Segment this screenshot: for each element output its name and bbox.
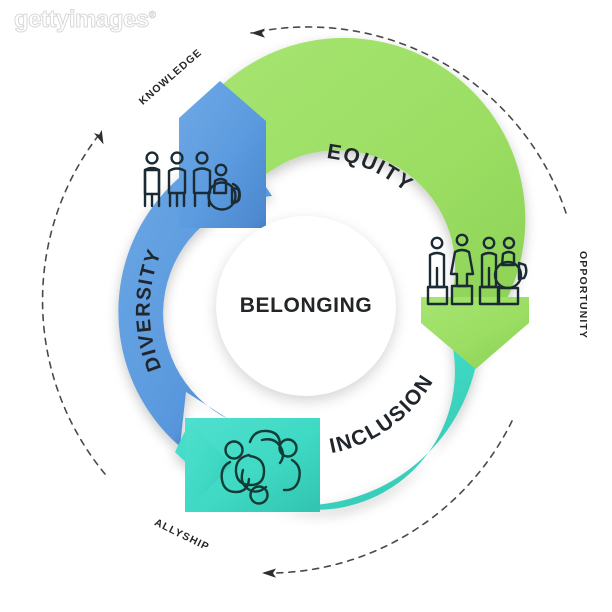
segment-equity[interactable]	[204, 37, 526, 357]
diversity-chevron-shape	[179, 81, 266, 228]
dashed-arc-top	[250, 26, 567, 214]
inclusion-chevron-tip	[185, 418, 320, 512]
equity-chevron-tip	[421, 297, 529, 369]
people-on-boxes-icon	[426, 233, 528, 306]
outer-label-opportunity: OPPORTUNITY	[576, 251, 589, 339]
diversity-chevron-tip	[179, 81, 266, 228]
arrowhead-top	[251, 28, 265, 38]
watermark-text: gettyimages	[14, 6, 150, 34]
segment-equity-shape[interactable]	[204, 37, 526, 357]
interlocking-people-circle-icon	[220, 429, 301, 505]
getty-images-watermark: gettyimages®	[14, 6, 157, 34]
outer-dashed-arrows	[41, 26, 567, 574]
arrowhead-left	[93, 129, 104, 145]
center-hub: BELONGING	[216, 216, 396, 396]
center-label: BELONGING	[239, 294, 373, 317]
dashed-arc-bottom	[261, 420, 513, 574]
arrowhead-bottom	[262, 568, 276, 578]
group-people-wheelchair-icon	[143, 151, 241, 211]
dashed-arc-left	[41, 135, 106, 475]
registered-mark: ®	[148, 10, 156, 22]
dashed-arrow-heads	[93, 28, 276, 578]
equity-chevron-shape	[421, 297, 529, 369]
inclusion-chevron-notch	[185, 418, 320, 512]
